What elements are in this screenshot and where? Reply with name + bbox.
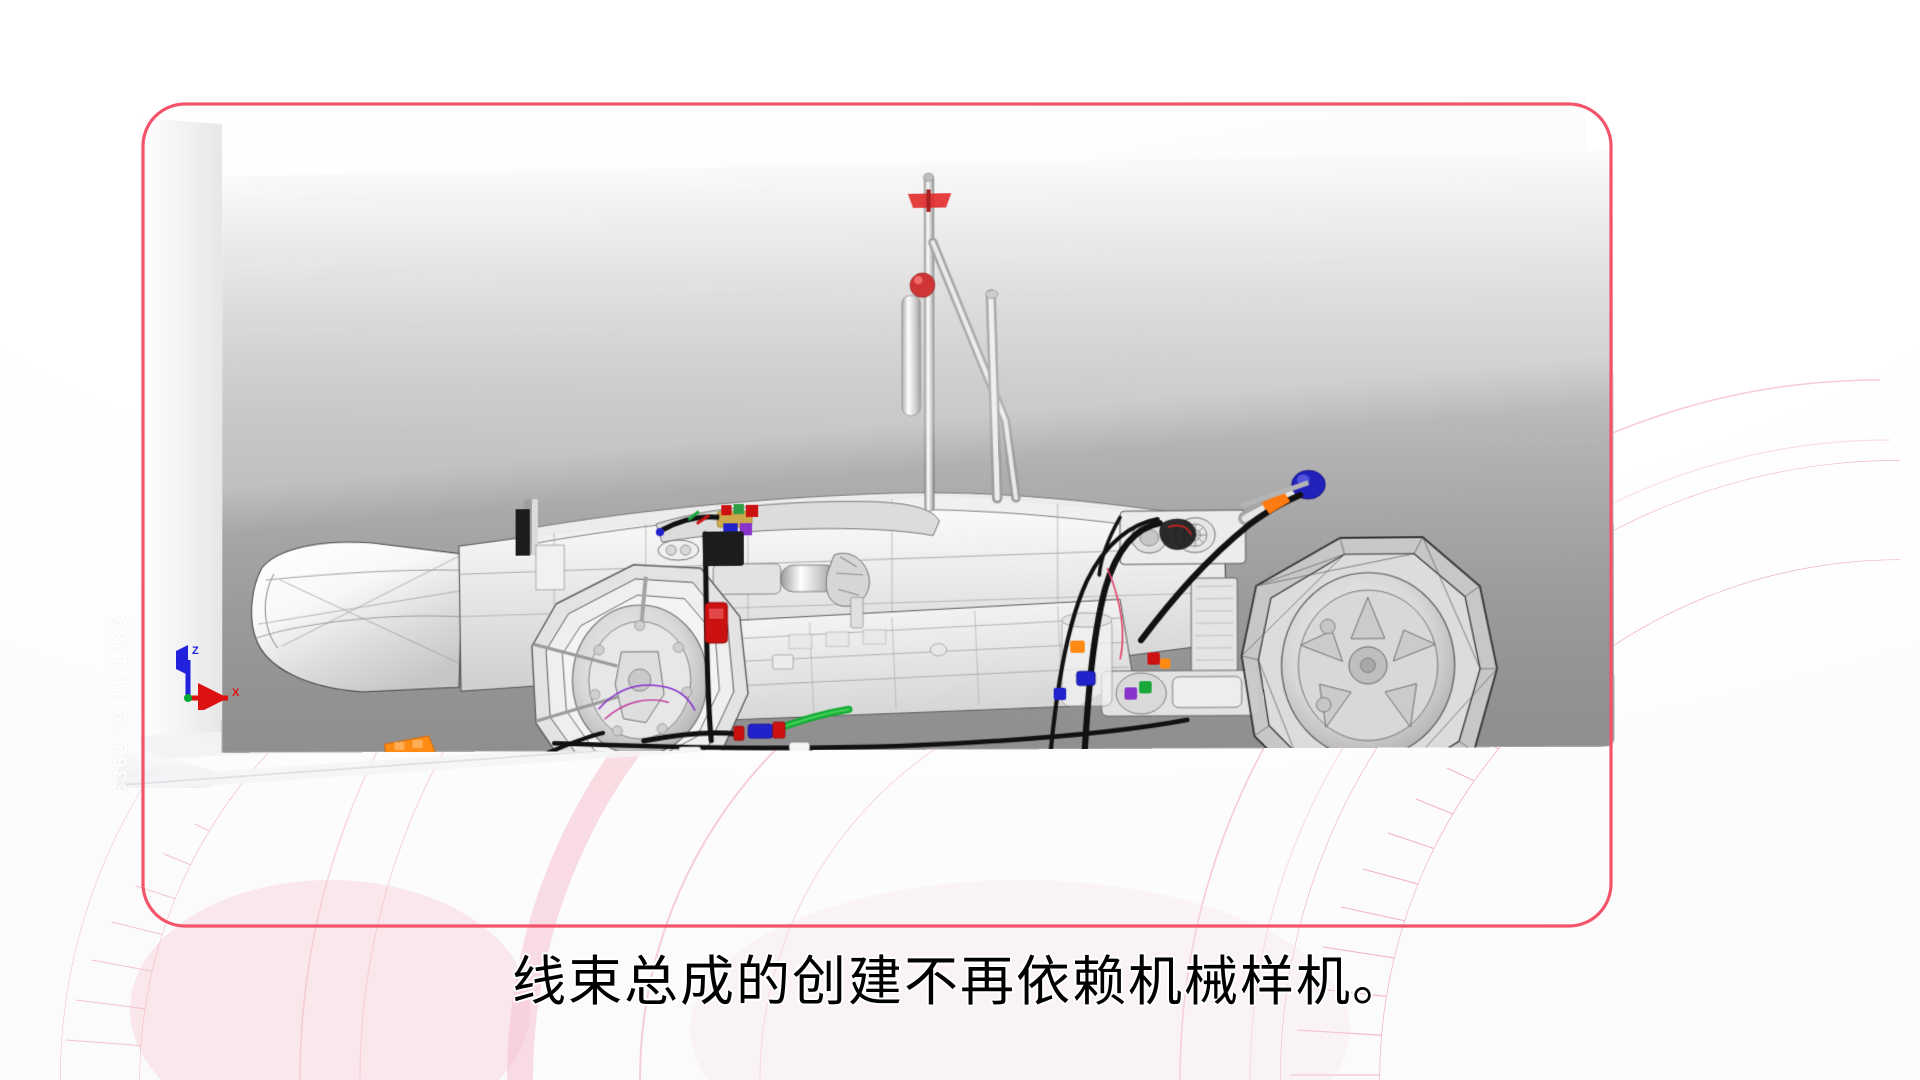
rear-wheel: [1241, 536, 1497, 753]
axis-z-label: Z: [192, 645, 199, 657]
connector-blue: [748, 724, 773, 738]
axis-x-label: X: [232, 687, 240, 699]
axis-triad: Z X: [176, 640, 246, 710]
laptop-body: 6362 29 11 1289 11: [110, 88, 1618, 794]
watermark-id: 6362 29 11 1289: [110, 614, 132, 794]
nose-cone: [252, 541, 464, 692]
axis-origin-dot: [184, 694, 192, 702]
cad-viewport[interactable]: [221, 150, 1615, 753]
connector-red-cockpit: [705, 602, 728, 643]
viewport-inner: [221, 150, 1615, 753]
deco-blob: [130, 880, 530, 1080]
connector-red: [773, 722, 785, 738]
watermark-secondary: 11: [110, 648, 130, 672]
connector-orange: [384, 736, 436, 753]
subtitle-text: 线束总成的创建不再依赖机械样机。: [512, 950, 1408, 1013]
deco-blob-2: [690, 880, 1350, 1080]
roll-hoop-antenna: [902, 172, 1016, 512]
race-car-3d-model: [222, 150, 1615, 753]
